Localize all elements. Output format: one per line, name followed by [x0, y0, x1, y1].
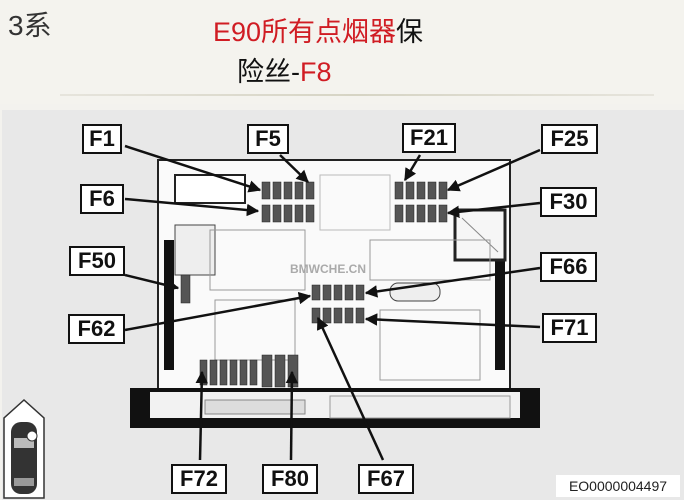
title-black-part-2: 险丝-	[237, 57, 300, 87]
label-F67: F67	[358, 464, 414, 494]
car-location-icon	[3, 398, 45, 499]
label-F30: F30	[540, 187, 597, 217]
fuse-number: F8	[300, 57, 332, 87]
label-F71: F71	[542, 313, 597, 343]
title-line-2: 险丝-F8	[237, 50, 332, 89]
fuse-groups	[180, 181, 448, 388]
label-F1: F1	[82, 124, 122, 154]
label-F21: F21	[402, 123, 456, 153]
label-F66: F66	[540, 252, 597, 282]
label-F62: F62	[68, 314, 125, 344]
title-red-part: E90所有点烟器	[213, 17, 397, 47]
header: 3系 E90所有点烟器保 险丝-F8	[0, 0, 684, 104]
leader-arrows	[124, 144, 541, 461]
label-F80: F80	[262, 464, 318, 494]
label-F72: F72	[171, 464, 227, 494]
title-line-1: E90所有点烟器保	[213, 10, 423, 49]
title-black-part: 保	[396, 17, 424, 47]
label-F5: F5	[247, 124, 289, 154]
figure-code: EO0000004497	[556, 475, 680, 497]
watermark: BMWCHE.CN	[290, 262, 366, 276]
label-F25: F25	[541, 124, 598, 154]
label-F6: F6	[80, 184, 124, 214]
divider	[60, 94, 654, 96]
label-F50: F50	[69, 246, 125, 276]
series-label: 3系	[8, 10, 52, 41]
